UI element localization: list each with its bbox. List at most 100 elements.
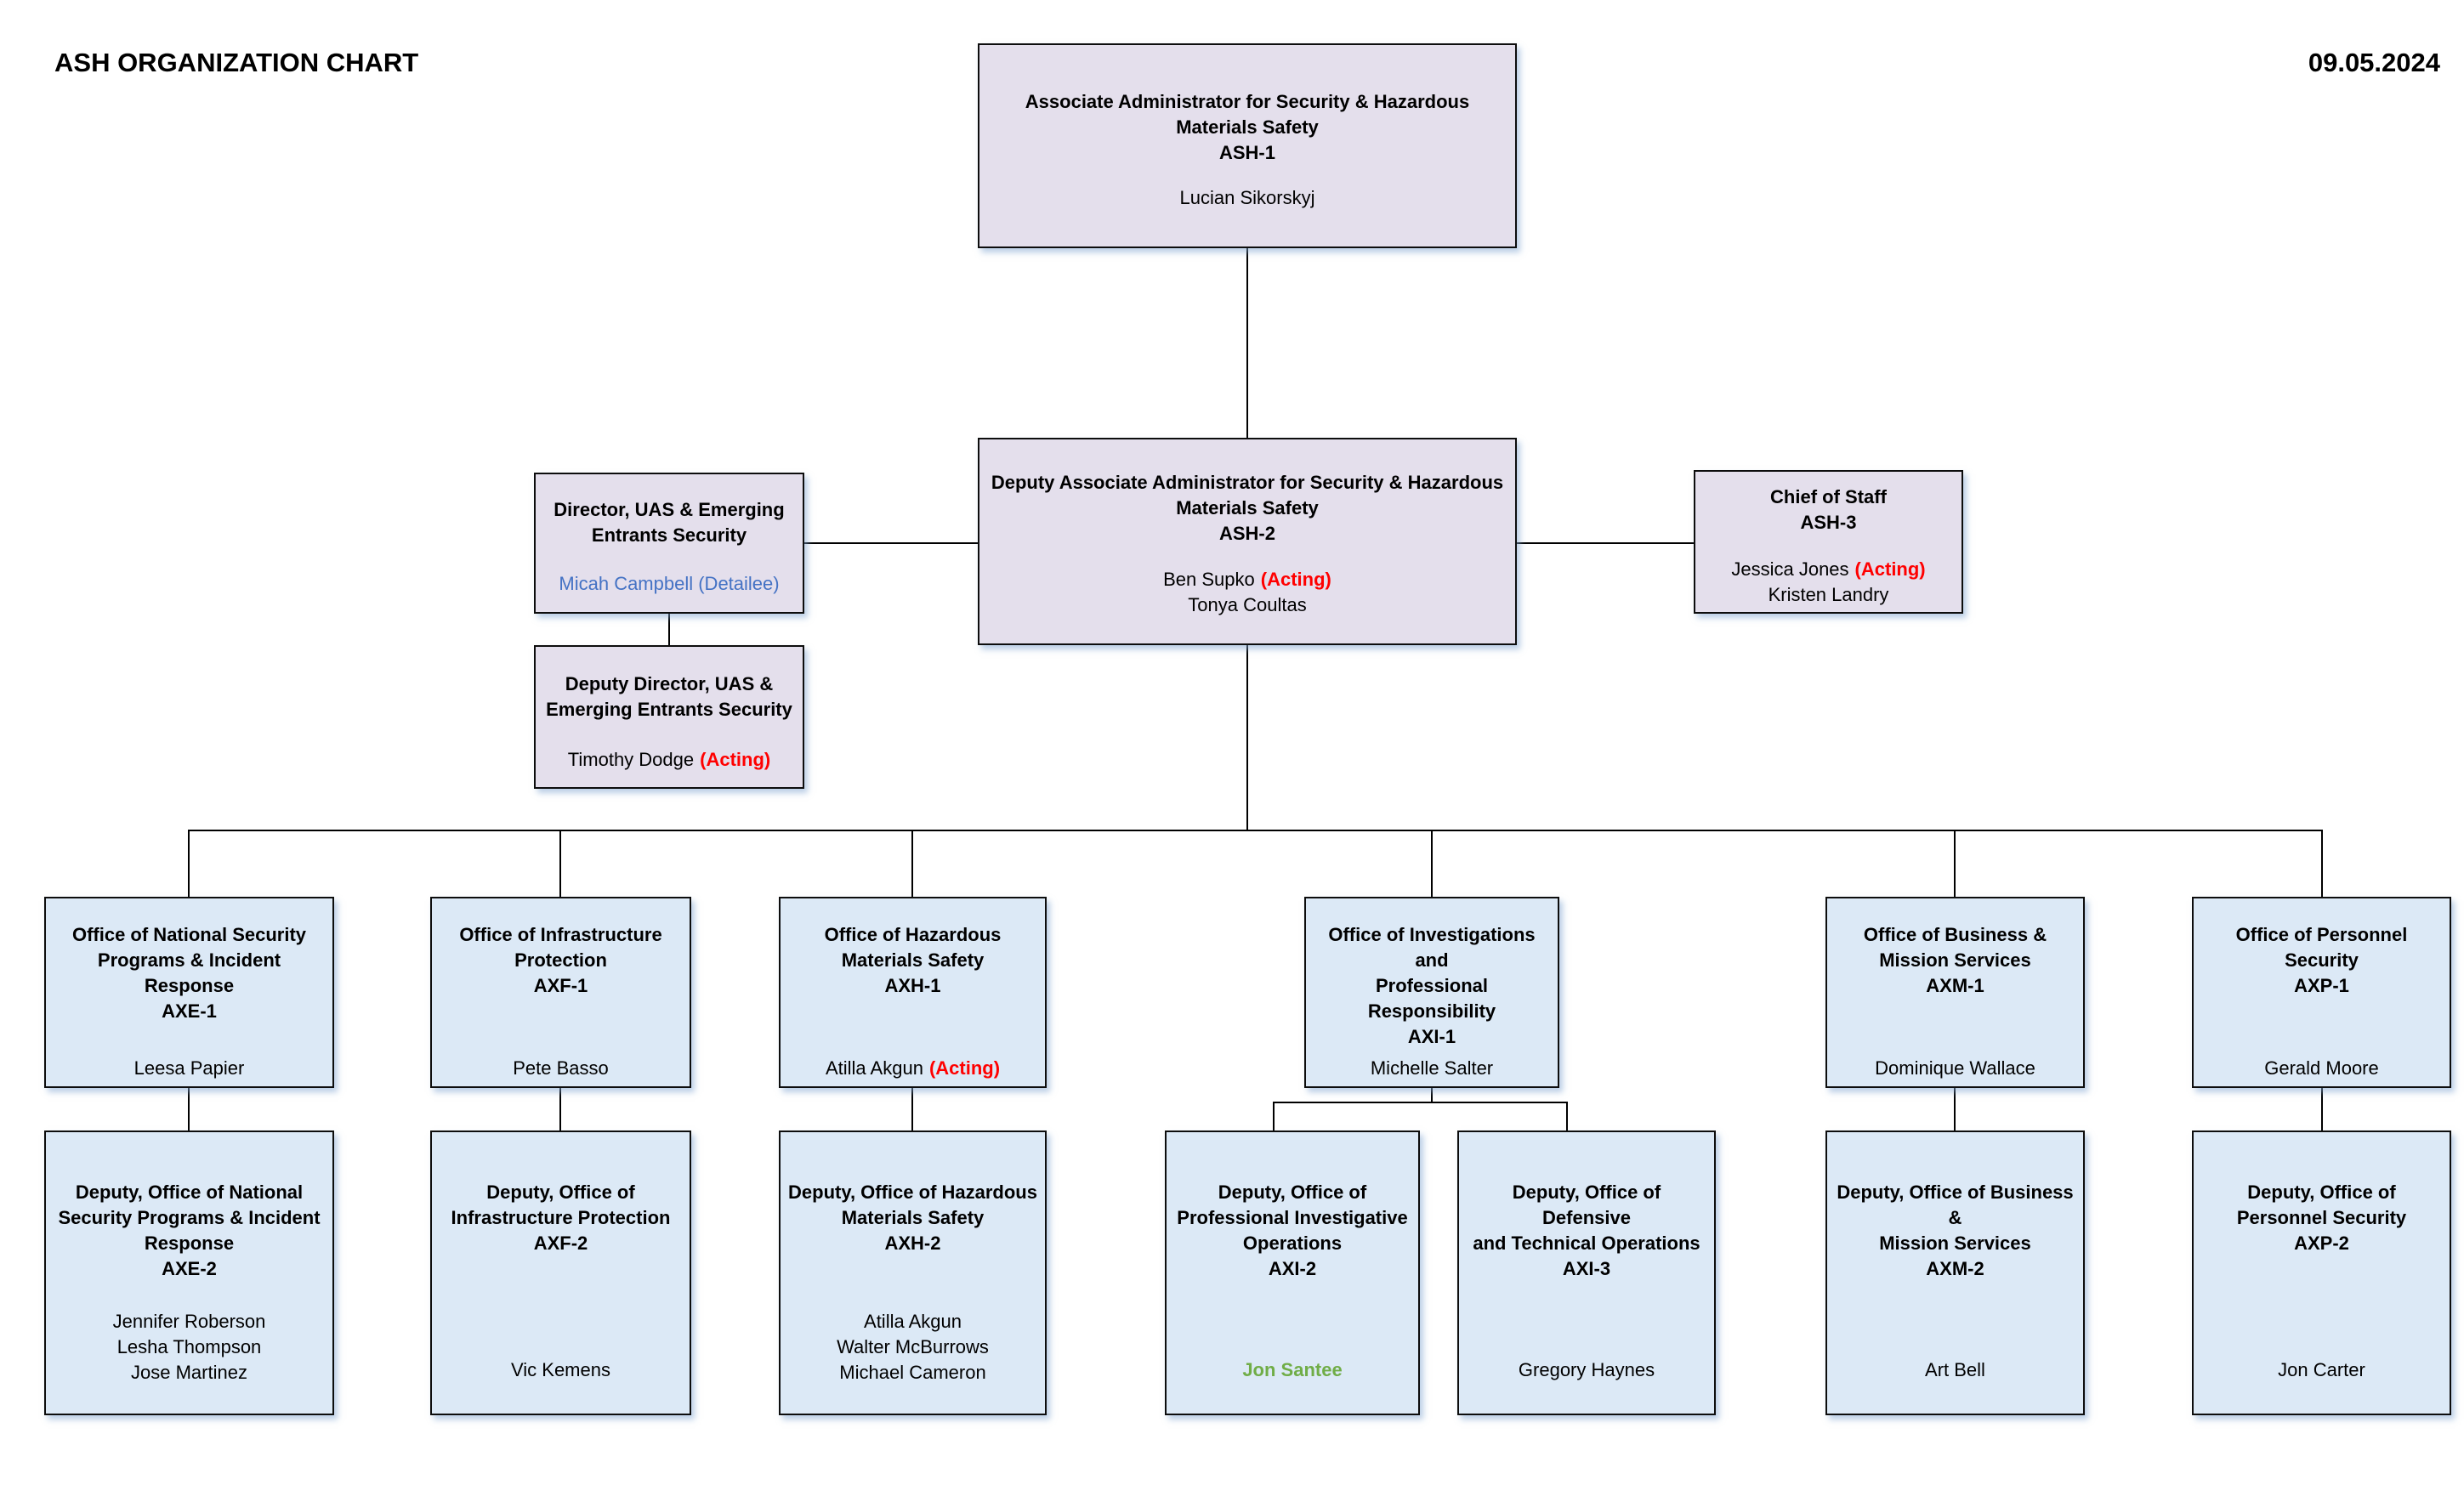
node-people: Gregory Haynes — [1459, 1357, 1714, 1383]
person-name: Dominique Wallace — [1875, 1057, 2035, 1079]
acting-tag: (Acting) — [928, 1057, 1001, 1079]
person-name: Tonya Coultas — [1188, 594, 1307, 615]
org-node-axh1: Office of Hazardous Materials Safety AXH… — [779, 897, 1047, 1088]
connector-axi-bar — [1273, 1102, 1568, 1103]
connector-ash2-cos — [1517, 542, 1694, 544]
org-node-axm1: Office of Business & Mission Services AX… — [1825, 897, 2085, 1088]
org-node-axi3: Deputy, Office of Defensive and Technica… — [1457, 1130, 1716, 1415]
node-title: Office of Investigations and Professiona… — [1328, 924, 1536, 1047]
node-title: Office of Infrastructure Protection AXF-… — [459, 924, 662, 996]
node-title: Director, UAS & Emerging Entrants Securi… — [554, 499, 785, 546]
connector-drop-axi2 — [1273, 1102, 1275, 1130]
connector-dir-depdir — [668, 614, 670, 645]
node-people: Atilla Akgun(Acting) — [781, 1056, 1045, 1081]
node-people: Pete Basso — [432, 1056, 690, 1081]
person-name: Gregory Haynes — [1518, 1359, 1655, 1380]
person-name: Pete Basso — [513, 1057, 609, 1079]
person-name: Kristen Landry — [1768, 584, 1889, 605]
person-name: Jon Santee — [1242, 1359, 1343, 1380]
person-name: Art Bell — [1925, 1359, 1985, 1380]
person-name: Gerald Moore — [2264, 1057, 2379, 1079]
node-title: Deputy Director, UAS & Emerging Entrants… — [546, 673, 792, 720]
page-title: ASH ORGANIZATION CHART — [54, 48, 419, 77]
connector-drop-axf1 — [559, 830, 561, 897]
person-name: Atilla Akgun — [864, 1311, 962, 1332]
node-people: Vic Kemens — [432, 1357, 690, 1383]
node-people: Jon Santee — [1167, 1357, 1418, 1383]
chart-date: 09.05.2024 — [2308, 48, 2440, 77]
node-title: Deputy, Office of National Security Prog… — [58, 1182, 321, 1279]
acting-tag: (Acting) — [1260, 569, 1331, 590]
node-title: Deputy, Office of Business & Mission Ser… — [1837, 1182, 2074, 1279]
org-node-axh2: Deputy, Office of Hazardous Materials Sa… — [779, 1130, 1047, 1415]
org-node-axe1: Office of National Security Programs & I… — [44, 897, 334, 1088]
org-node-axp2: Deputy, Office of Personnel Security AXP… — [2192, 1130, 2451, 1415]
person-name: Michelle Salter — [1370, 1057, 1494, 1079]
node-people: Micah Campbell (Detailee) — [536, 571, 803, 597]
org-node-axf2: Deputy, Office of Infrastructure Protect… — [430, 1130, 691, 1415]
node-people: Atilla Akgun Walter McBurrows Michael Ca… — [781, 1309, 1045, 1386]
org-node-director-uas: Director, UAS & Emerging Entrants Securi… — [534, 473, 804, 614]
node-people: Timothy Dodge(Acting) — [536, 747, 803, 773]
node-people: Leesa Papier — [46, 1056, 332, 1081]
org-node-axi2: Deputy, Office of Professional Investiga… — [1165, 1130, 1420, 1415]
connector-axh1-axh2 — [911, 1088, 913, 1130]
node-title: Deputy, Office of Professional Investiga… — [1177, 1182, 1408, 1279]
connector-axi1-stem — [1431, 1088, 1433, 1103]
org-node-ash2: Deputy Associate Administrator for Secur… — [978, 438, 1517, 645]
connector-drop-axi3 — [1566, 1102, 1568, 1130]
person-name: Jessica Jones(Acting) — [1731, 558, 1926, 580]
node-people: Ben Supko(Acting) Tonya Coultas — [979, 567, 1515, 618]
connector-ash2-bus — [1246, 645, 1248, 831]
org-node-axe2: Deputy, Office of National Security Prog… — [44, 1130, 334, 1415]
person-name: Vic Kemens — [511, 1359, 610, 1380]
node-people: Jennifer Roberson Lesha Thompson Jose Ma… — [46, 1309, 332, 1386]
person-name: Atilla Akgun(Acting) — [825, 1057, 1001, 1079]
connector-drop-axe1 — [188, 830, 190, 897]
person-name: Jose Martinez — [131, 1362, 247, 1383]
node-title: Office of Business & Mission Services AX… — [1863, 924, 2047, 996]
person-name: Leesa Papier — [133, 1057, 245, 1079]
person-name: Michael Cameron — [839, 1362, 986, 1383]
connector-axm1-axm2 — [1954, 1088, 1956, 1130]
person-name: Jon Carter — [2278, 1359, 2365, 1380]
org-node-ash1: Associate Administrator for Security & H… — [978, 43, 1517, 248]
node-title: Deputy Associate Administrator for Secur… — [991, 472, 1504, 544]
connector-dir-ash2 — [804, 542, 978, 544]
person-name: Micah Campbell (Detailee) — [559, 573, 780, 594]
node-people: Dominique Wallace — [1827, 1056, 2083, 1081]
node-title: Deputy, Office of Defensive and Technica… — [1473, 1182, 1700, 1279]
connector-axp1-axp2 — [2321, 1088, 2323, 1130]
org-node-chief-of-staff: Chief of Staff ASH-3 Jessica Jones(Actin… — [1694, 470, 1963, 614]
org-node-axp1: Office of Personnel Security AXP-1 Geral… — [2192, 897, 2451, 1088]
node-title: Office of National Security Programs & I… — [71, 924, 307, 1022]
node-title: Associate Administrator for Security & H… — [1025, 91, 1470, 163]
connector-bus — [188, 830, 2323, 831]
person-name: Jennifer Roberson — [112, 1311, 266, 1332]
node-title: Chief of Staff ASH-3 — [1770, 486, 1887, 533]
node-title: Deputy, Office of Personnel Security AXP… — [2236, 1182, 2407, 1254]
org-node-deputy-director-uas: Deputy Director, UAS & Emerging Entrants… — [534, 645, 804, 789]
connector-axe1-axe2 — [188, 1088, 190, 1130]
node-people: Art Bell — [1827, 1357, 2083, 1383]
node-people: Michelle Salter — [1306, 1056, 1558, 1081]
node-title: Deputy, Office of Infrastructure Protect… — [451, 1182, 671, 1254]
node-title: Deputy, Office of Hazardous Materials Sa… — [788, 1182, 1037, 1254]
connector-axf1-axf2 — [559, 1088, 561, 1130]
connector-drop-axp1 — [2321, 830, 2323, 897]
node-people: Gerald Moore — [2194, 1056, 2450, 1081]
node-people: Lucian Sikorskyj — [979, 185, 1515, 211]
acting-tag: (Acting) — [700, 749, 771, 770]
connector-ash1-ash2 — [1246, 248, 1248, 438]
org-node-axm2: Deputy, Office of Business & Mission Ser… — [1825, 1130, 2085, 1415]
org-node-axi1: Office of Investigations and Professiona… — [1304, 897, 1559, 1088]
node-people: Jessica Jones(Acting) Kristen Landry — [1695, 557, 1962, 608]
connector-drop-axm1 — [1954, 830, 1956, 897]
person-name: Timothy Dodge(Acting) — [567, 749, 771, 770]
person-name: Ben Supko(Acting) — [1163, 569, 1331, 590]
node-people: Jon Carter — [2194, 1357, 2450, 1383]
org-node-axf1: Office of Infrastructure Protection AXF-… — [430, 897, 691, 1088]
person-name: Lucian Sikorskyj — [1179, 187, 1315, 208]
connector-drop-axi1 — [1431, 830, 1433, 897]
